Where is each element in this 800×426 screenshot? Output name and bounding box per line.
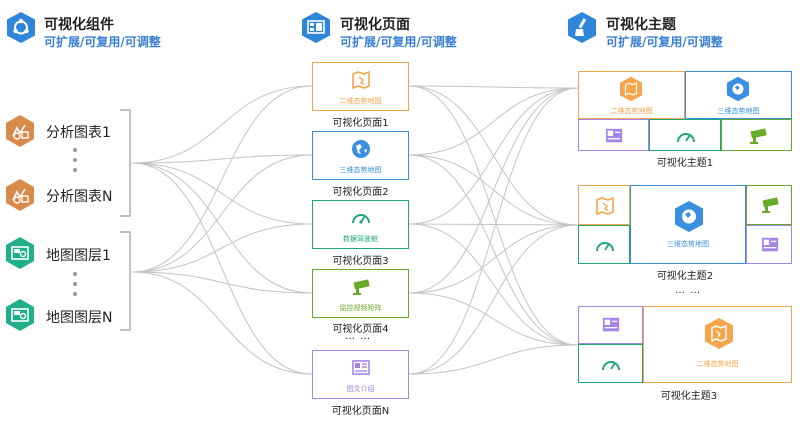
page-layout-icon [302,12,330,43]
themes-subtitle: 可扩展/可复用/可调整 [606,35,723,49]
camera-icon [750,128,767,144]
grouping-bracket [120,109,131,331]
theme3-cell-imagetext[interactable] [578,306,643,344]
vertical-ellipsis [73,148,77,178]
page-label: 可视化页面4 [332,324,389,335]
page-theme-link [408,87,579,375]
components-subtitle: 可扩展/可复用/可调整 [44,35,161,49]
page-ellipsis: … … [345,331,372,342]
component-page-link [131,162,313,294]
image-text-icon [761,237,779,252]
component-page-link [131,154,313,164]
map-2d-icon [352,70,370,90]
component-page-link [131,162,313,375]
page-label: 可视化页面N [331,406,390,417]
page-theme-link [408,223,579,346]
theme-cell-text: 二维态势地图 [610,107,653,115]
page-card-n[interactable]: 图文介绍 [312,350,409,399]
map-2d-icon [705,318,733,349]
page-card-text: 图文介绍 [346,385,375,393]
theme3-cell-map2d[interactable]: 二维态势地图 [643,306,792,383]
theme-cell-text: 三维态势地图 [717,107,760,115]
gauge-icon [677,133,695,143]
component-page-link [131,271,313,294]
theme2-cell-map2d[interactable] [578,185,630,225]
gauge-icon [602,361,620,371]
camera-icon [762,197,779,213]
component-page-link [131,85,313,164]
page-card-text: 数据驾驶舱 [343,235,378,243]
paint-brush-icon [568,12,596,43]
theme-cell-text: 二维态势地图 [696,360,739,368]
map-layer-icon [6,299,34,331]
page-theme-link [408,224,579,294]
page-theme-link [408,223,579,226]
page-card-1[interactable]: 二维态势地图 [312,62,409,111]
pages-title: 可视化页面 [340,17,410,33]
page-label: 可视化页面1 [332,118,389,129]
map-2d-icon [596,196,614,216]
component-page-link [131,223,313,273]
page-theme-link [408,85,579,89]
page-theme-link [408,87,579,225]
chart-analysis-icon [6,179,34,211]
component-page-link [131,271,313,375]
theme2-cell-gauge[interactable] [578,225,630,264]
page-card-4[interactable]: 监控视频矩阵 [312,269,409,318]
map-2d-icon [619,76,643,102]
component-label: 地图图层1 [46,248,111,264]
component-page-link [131,162,313,225]
theme-ellipsis: … … [675,285,702,296]
theme1-cell-map3d[interactable]: 三维态势地图 [685,71,792,119]
image-text-icon [605,128,623,143]
image-text-icon [352,360,370,375]
themes-title: 可视化主题 [606,17,676,33]
page-card-3[interactable]: 数据驾驶舱 [312,200,409,249]
theme2-cell-map3d[interactable]: 三维态势地图 [630,185,746,264]
page-theme-link [408,87,579,156]
page-card-text: 监控视频矩阵 [339,304,382,312]
theme2-cell-camera[interactable] [746,185,792,225]
theme1-cell-gauge[interactable] [649,119,721,151]
globe-icon [675,201,703,232]
camera-icon [353,279,370,295]
page-card-text: 三维态势地图 [339,166,382,174]
vertical-ellipsis [73,272,77,302]
theme-label: 可视化主题2 [656,271,714,282]
pages-subtitle: 可扩展/可复用/可调整 [340,35,457,49]
theme-label: 可视化主题1 [656,158,714,169]
page-theme-link [408,292,579,346]
component-label: 分析图表1 [46,125,111,141]
components-title: 可视化组件 [44,17,114,33]
component-label: 地图图层N [46,310,113,326]
theme-cell-text: 三维态势地图 [667,240,709,248]
theme1-cell-camera[interactable] [721,119,792,151]
chart-analysis-icon [6,115,34,147]
gauge-icon [596,242,614,252]
globe-icon [352,140,370,158]
page-theme-link [408,85,579,346]
page-card-text: 二维态势地图 [339,97,382,105]
page-theme-link [408,224,579,375]
page-theme-link [408,154,579,346]
theme-label: 可视化主题3 [660,391,718,402]
theme2-cell-imagetext[interactable] [746,225,792,264]
globe-icon [726,76,750,102]
theme3-cell-gauge[interactable] [578,344,643,383]
component-page-link [131,154,313,273]
theme1-cell-imagetext[interactable] [578,119,649,151]
theme1-cell-map2d[interactable]: 二维态势地图 [578,71,685,119]
page-theme-link [408,344,579,375]
page-label: 可视化页面3 [332,256,389,267]
component-icon [7,12,35,43]
image-text-icon [602,317,620,332]
gauge-icon [352,214,370,224]
page-card-2[interactable]: 三维态势地图 [312,131,409,180]
map-layer-icon [6,237,34,269]
component-page-link [131,85,313,273]
component-label: 分析图表N [46,189,113,205]
page-theme-link [408,87,579,294]
page-label: 可视化页面2 [332,187,389,198]
